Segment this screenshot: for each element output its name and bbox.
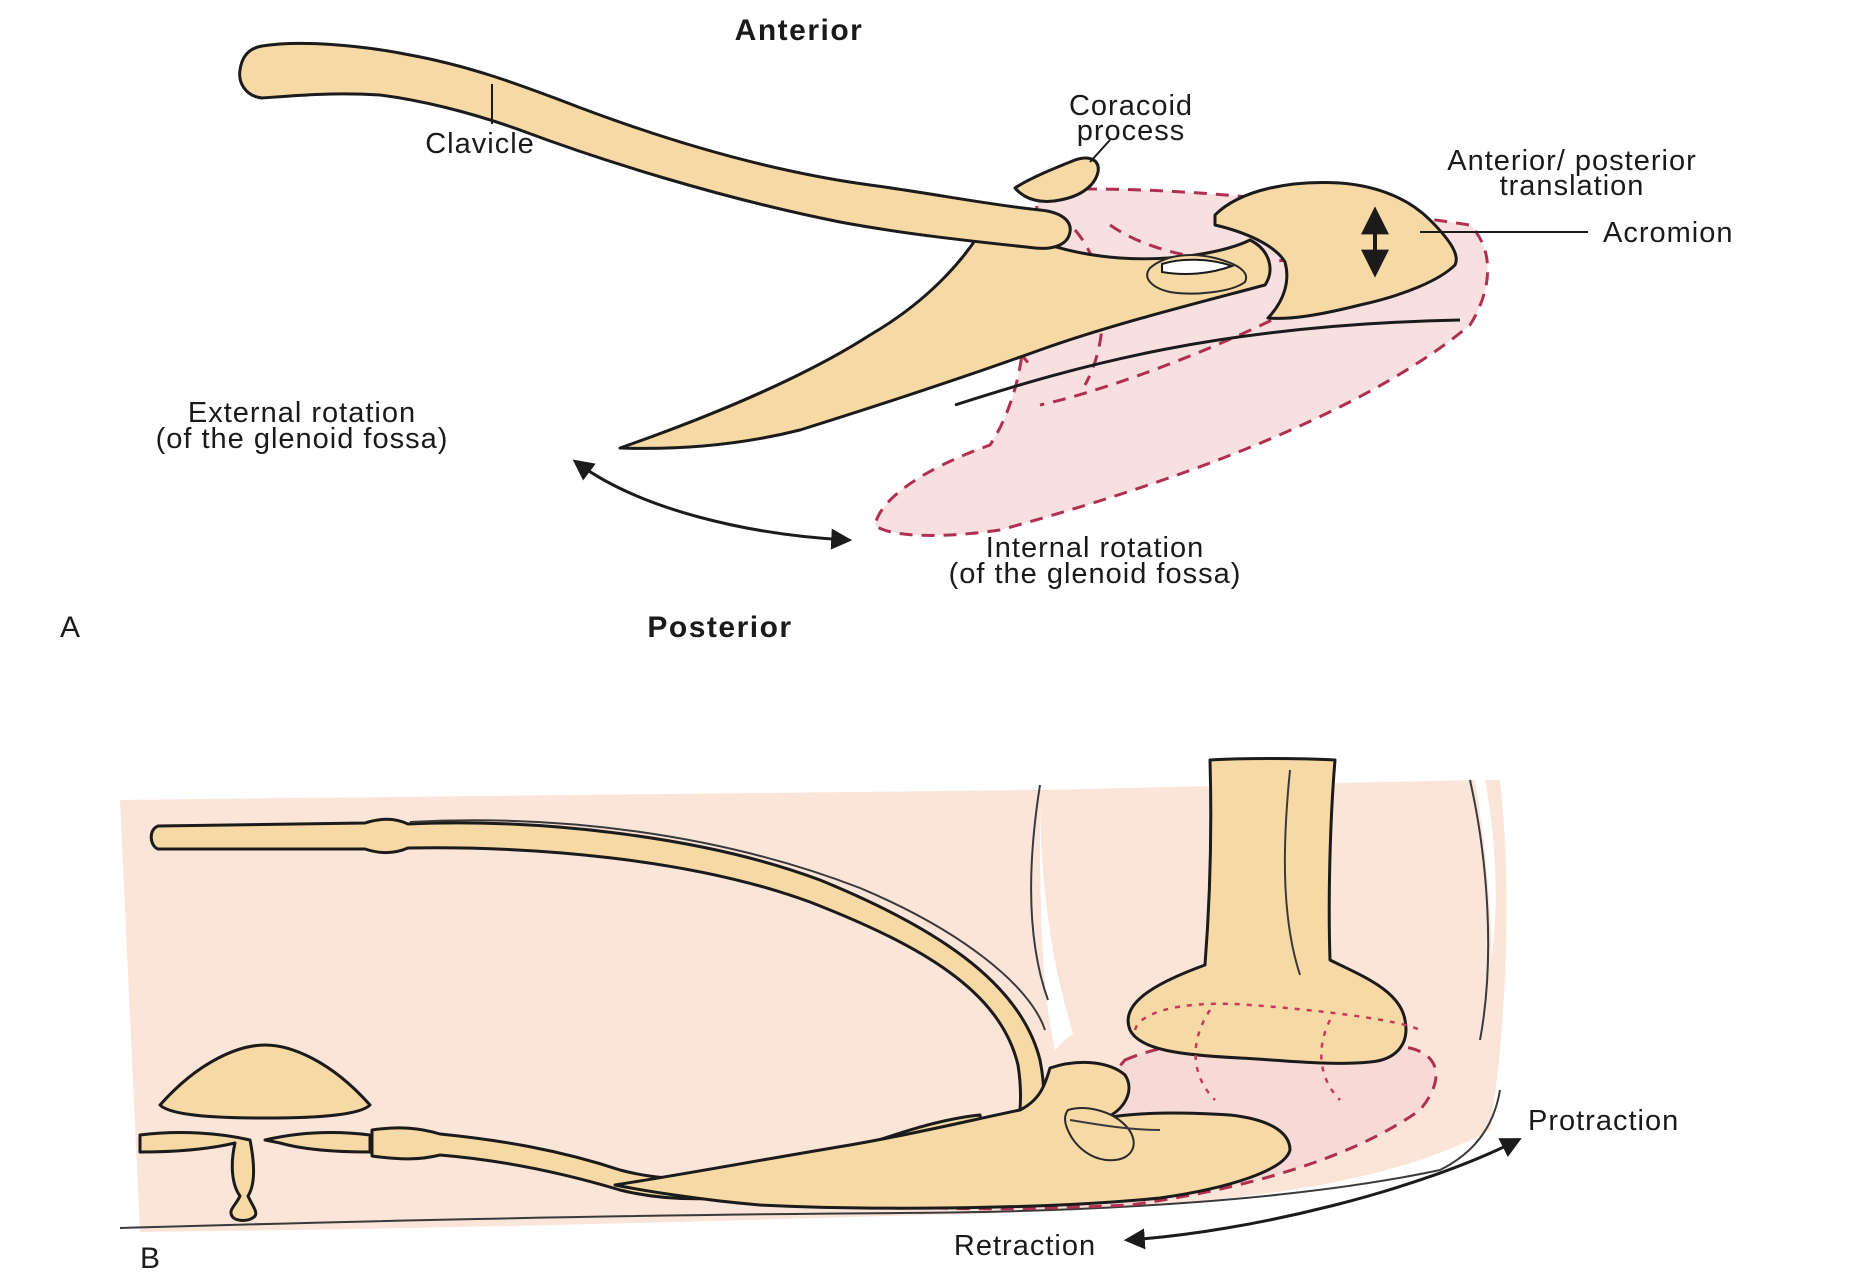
panel-b-letter: B: [140, 1242, 161, 1275]
panel-a-letter: A: [60, 611, 81, 644]
rotation-arrow: [576, 462, 848, 540]
internal-rotation-label-line2: (of the glenoid fossa): [949, 558, 1242, 590]
panel-b: Protraction Retraction B: [120, 759, 1679, 1276]
coracoid-label-line2: process: [1077, 115, 1186, 147]
posterior-header: Posterior: [647, 611, 792, 644]
translation-label-line2: translation: [1500, 170, 1645, 202]
protraction-label: Protraction: [1528, 1105, 1679, 1137]
clavicle: [240, 43, 1071, 248]
acromion-label: Acromion: [1603, 217, 1734, 249]
clavicle-label: Clavicle: [425, 128, 535, 160]
anterior-header: Anterior: [735, 14, 864, 47]
panel-a: Anterior Clavicle Coracoid process Anter…: [60, 14, 1734, 644]
external-rotation-label-line2: (of the glenoid fossa): [156, 423, 449, 455]
retraction-label: Retraction: [954, 1230, 1096, 1262]
